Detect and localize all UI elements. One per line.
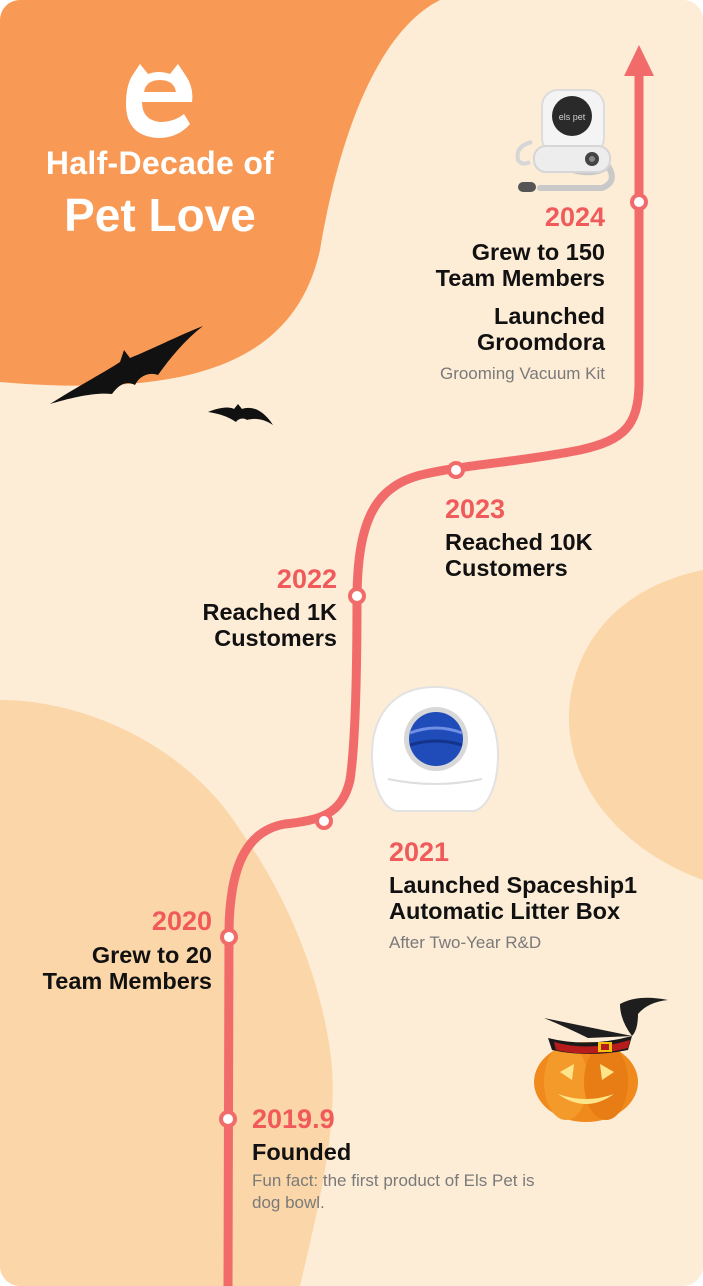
milestone-year-2020: 2020 [151, 906, 212, 936]
milestone-2021-line-2: Automatic Litter Box [389, 898, 621, 924]
timeline-node-2023 [447, 461, 465, 479]
milestone-2024-note: Grooming Vacuum Kit [439, 364, 605, 383]
milestone-year-2023: 2023 [445, 494, 506, 524]
milestone-2023-line-2: Customers [445, 555, 568, 581]
timeline-node-2019 [219, 1110, 237, 1128]
milestone-2021-note: After Two-Year R&D [389, 933, 542, 952]
bat-icon [50, 326, 203, 404]
milestone-2021-line-1: Launched Spaceship1 [389, 872, 638, 898]
milestone-year-2021: 2021 [389, 837, 450, 867]
timeline-arrow-icon [624, 45, 654, 76]
spaceship1-product-image [370, 685, 500, 812]
right-blob [568, 570, 703, 880]
groomdora-brand-label: els pet [559, 112, 586, 122]
milestone-2024-line-2: Team Members [435, 265, 605, 291]
header-blob [0, 0, 440, 386]
milestone-2024-line-4: Groomdora [477, 329, 605, 355]
milestone-year-2022: 2022 [276, 564, 337, 594]
milestone-2019-note: Fun fact: the first product of Els Pet i… [252, 1171, 535, 1212]
timeline-node-2022 [348, 587, 366, 605]
milestone-2019-line-1: Founded [252, 1139, 352, 1165]
milestone-2020-line-2: Team Members [42, 968, 212, 994]
milestone-year-2019: 2019.9 [252, 1104, 335, 1134]
timeline-node-2021 [315, 812, 333, 830]
timeline-node-2020 [220, 928, 238, 946]
milestone-year-2024: 2024 [544, 202, 605, 232]
milestone-2024-line-1: Grew to 150 [471, 239, 605, 265]
milestone-2022-line-2: Customers [214, 625, 337, 651]
pumpkin-witch-hat-image [534, 997, 668, 1122]
bat-icon [208, 404, 273, 425]
title-line-2: Pet Love [64, 189, 256, 241]
milestone-2023-line-1: Reached 10K [445, 529, 593, 555]
timeline-node-2024 [630, 193, 648, 211]
milestone-2020-line-1: Grew to 20 [91, 942, 212, 968]
title-line-1: Half-Decade of [45, 145, 275, 181]
milestone-2022-line-1: Reached 1K [202, 599, 337, 625]
milestone-2024-line-3: Launched [494, 303, 605, 329]
groomdora-product-image: els pet [515, 89, 615, 192]
els-pet-logo-icon [126, 64, 193, 138]
